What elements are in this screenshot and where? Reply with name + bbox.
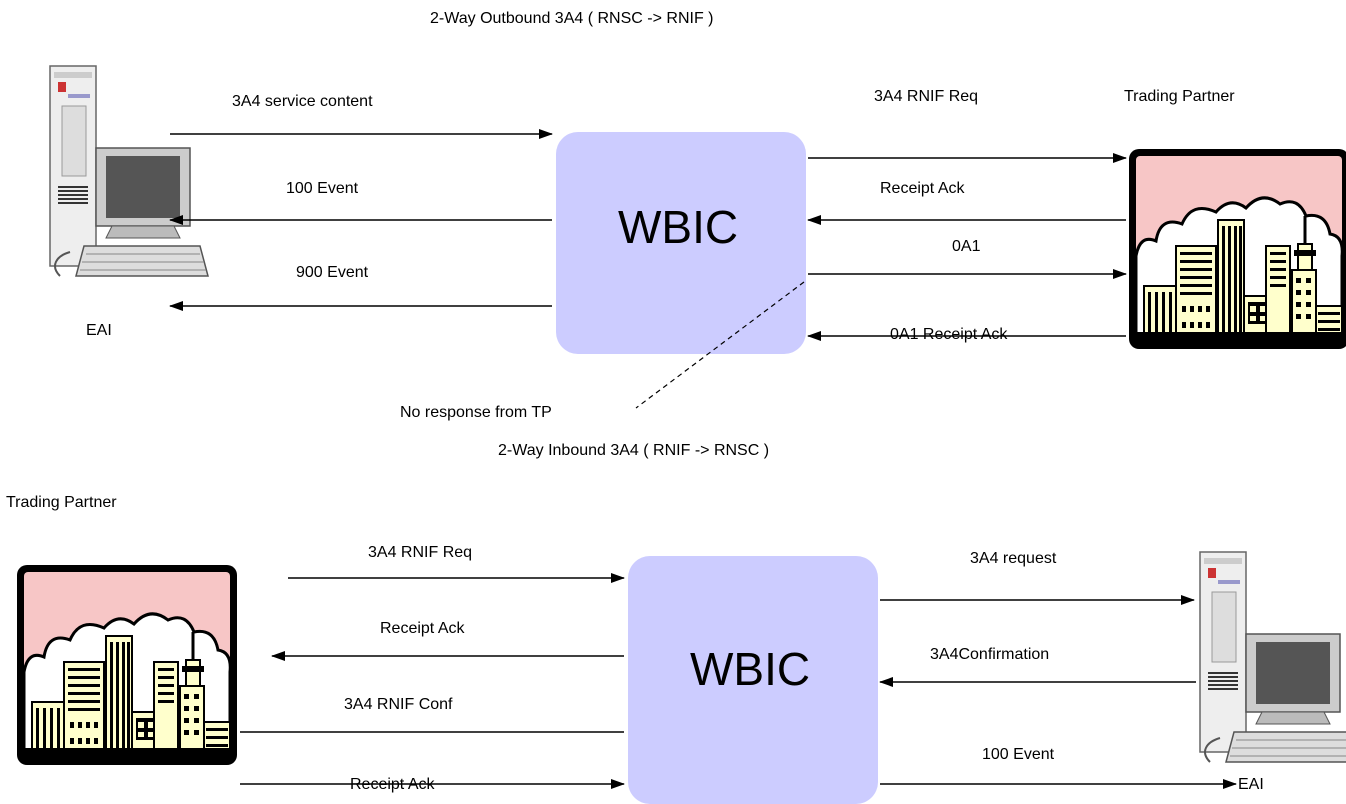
no-response-leader-line <box>635 281 805 409</box>
outbound-title: 2-Way Outbound 3A4 ( RNSC -> RNIF ) <box>430 10 714 27</box>
trading-partner-city-icon-inbound <box>15 563 239 767</box>
label-3a4-request: 3A4 request <box>970 550 1057 567</box>
label-rnif-req-inbound: 3A4 RNIF Req <box>368 544 473 561</box>
label-rnif-req-outbound: 3A4 RNIF Req <box>874 88 979 105</box>
label-receipt-ack-inbound-2: Receipt Ack <box>350 776 435 793</box>
inbound-section <box>15 551 1346 804</box>
note-no-response: No response from TP <box>400 404 552 421</box>
eai-computer-icon-inbound <box>1199 551 1346 763</box>
label-receipt-ack-outbound: Receipt Ack <box>880 180 965 197</box>
trading-partner-city-icon <box>1127 147 1346 351</box>
label-service-content: 3A4 service content <box>232 93 373 110</box>
inbound-title: 2-Way Inbound 3A4 ( RNIF -> RNSC ) <box>498 442 770 459</box>
label-0a1-receipt-ack: 0A1 Receipt Ack <box>890 326 1008 343</box>
wbic-label-inbound: WBIC <box>690 643 811 695</box>
eai-computer-icon <box>49 65 209 277</box>
label-rnif-conf: 3A4 RNIF Conf <box>344 696 453 713</box>
label-3a4-confirmation: 3A4Confirmation <box>930 646 1050 663</box>
label-100-event: 100 Event <box>286 180 359 197</box>
wbic-box-outbound <box>556 132 806 354</box>
label-900-event: 900 Event <box>296 264 369 281</box>
outbound-section <box>49 65 1346 409</box>
eai-label-inbound: EAI <box>1238 776 1264 793</box>
label-100-event-inbound: 100 Event <box>982 746 1055 763</box>
label-receipt-ack-inbound-1: Receipt Ack <box>380 620 465 637</box>
wbic-box-inbound <box>628 556 878 804</box>
label-0a1: 0A1 <box>952 238 981 255</box>
eai-label: EAI <box>86 322 112 339</box>
wbic-label-outbound: WBIC <box>618 201 739 253</box>
trading-partner-label-inbound: Trading Partner <box>6 494 117 511</box>
trading-partner-label-outbound: Trading Partner <box>1124 88 1235 105</box>
